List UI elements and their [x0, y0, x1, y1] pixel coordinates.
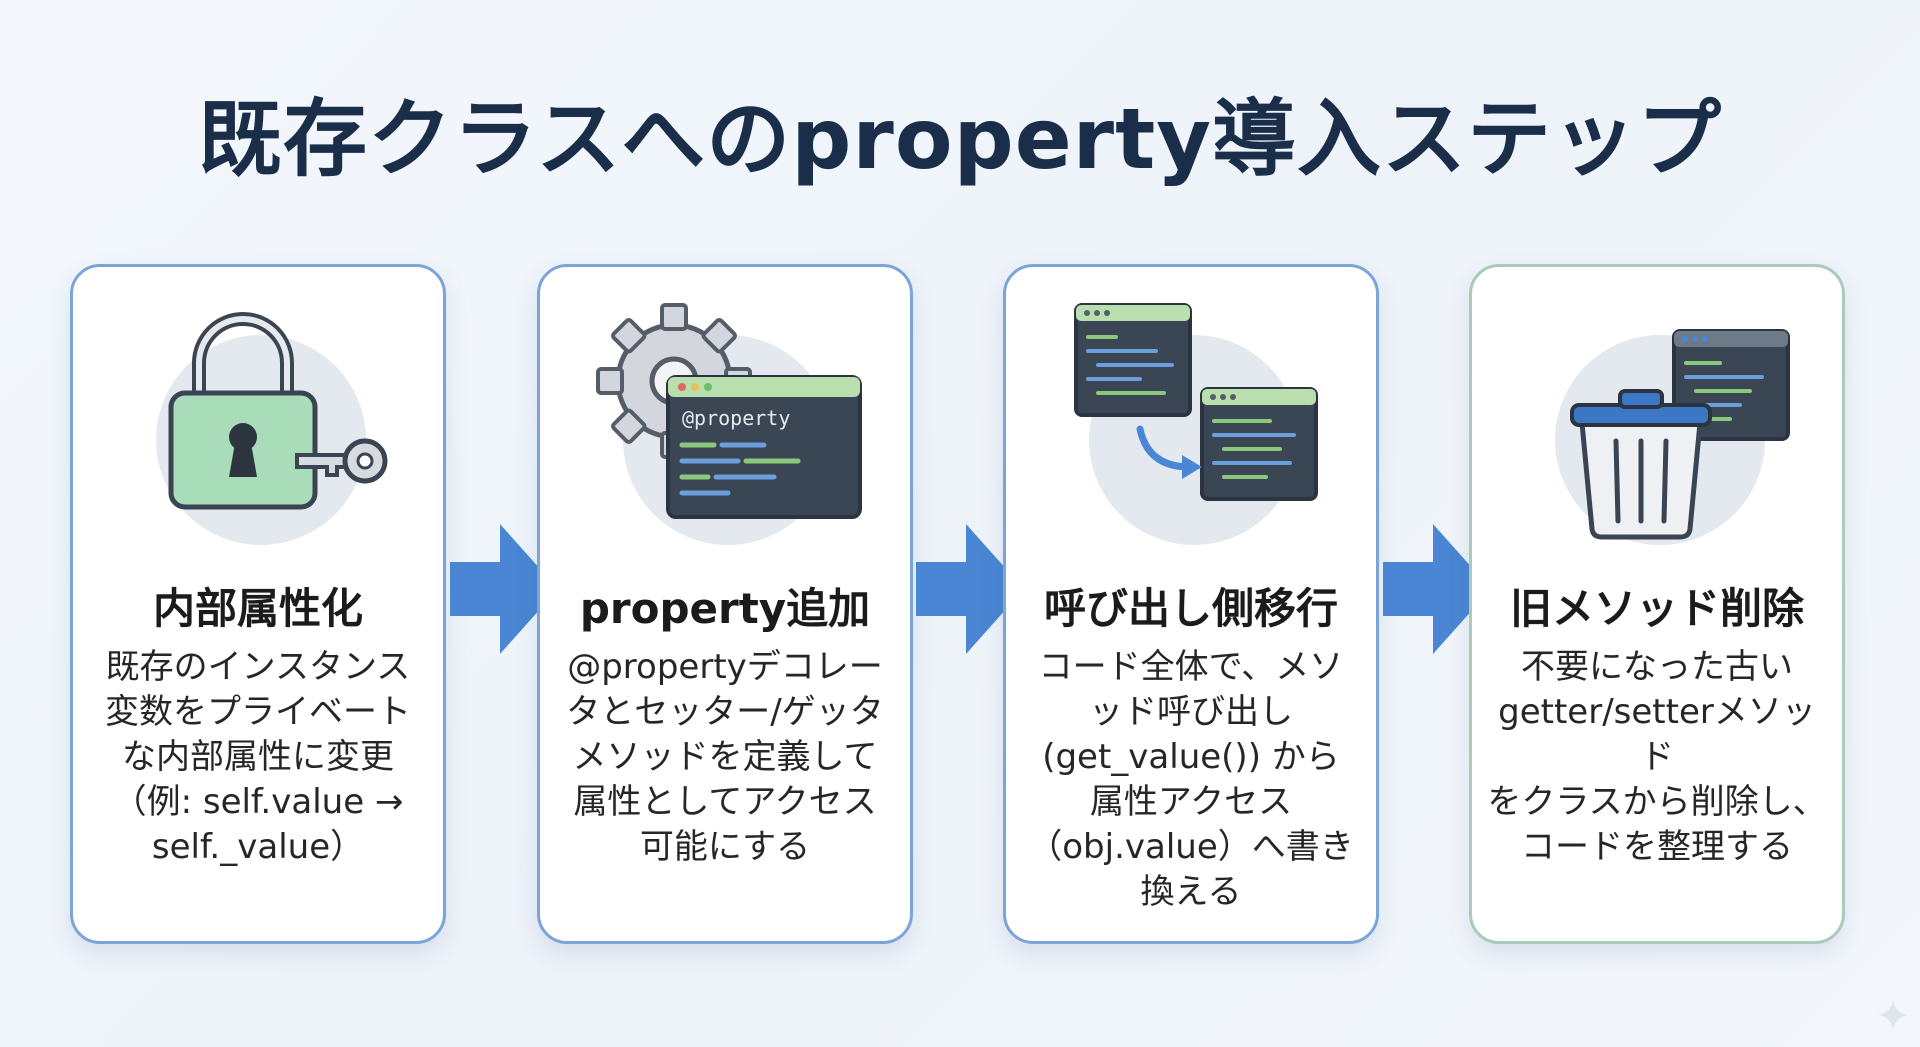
desc-line: メソッドを定義して — [572, 737, 878, 777]
desc-line: 換える — [1140, 872, 1242, 912]
step-heading: 旧メソッド削除 — [1509, 584, 1804, 633]
desc-line: 属性アクセス — [1089, 782, 1293, 822]
code-migration-icon — [1074, 303, 1318, 501]
step-heading: 内部属性化 — [152, 584, 363, 633]
sparkle-icon — [1878, 1000, 1908, 1030]
page-title: 既存クラスへのproperty導入ステップ — [197, 90, 1723, 188]
desc-line: getter/setterメソッド — [1498, 692, 1816, 777]
step-description: @propertyデコレー タとセッター/ゲッタ メソッドを定義して 属性として… — [554, 645, 896, 870]
arrow-right-icon — [450, 524, 558, 654]
step-heading: 呼び出し側移行 — [1043, 584, 1338, 633]
step-card-4: 旧メソッド削除 不要になった古い getter/setterメソッド をクラスか… — [1469, 264, 1845, 944]
step-card-3: 呼び出し側移行 コード全体で、メソ ッド呼び出し (get_value()) か… — [1003, 264, 1379, 944]
step-description: コード全体で、メソ ッド呼び出し (get_value()) から 属性アクセス… — [1020, 645, 1362, 915]
svg-text:@property: @property — [682, 406, 790, 430]
gear-code-icon: @property — [596, 303, 862, 519]
desc-line: 属性としてアクセス — [573, 782, 877, 822]
desc-line: @propertyデコレー — [567, 647, 883, 687]
desc-line: ッド呼び出し — [1089, 692, 1293, 732]
step-heading: property追加 — [579, 584, 871, 633]
desc-line: self._value） — [151, 827, 365, 867]
desc-line: 可能にする — [639, 827, 811, 867]
trash-code-icon — [1570, 329, 1790, 540]
arrow-right-icon — [916, 524, 1024, 654]
desc-line: （例: self.value → — [112, 782, 404, 822]
desc-line: コード全体で、メソ — [1038, 647, 1344, 687]
step-card-1: 内部属性化 既存のインスタンス 変数をプライベート な内部属性に変更 （例: s… — [70, 264, 446, 944]
arrow-right-icon — [1383, 524, 1491, 654]
desc-line: 不要になった古い — [1521, 647, 1793, 687]
step-card-2: @property property追加 @propertyデコレー タとセッタ… — [537, 264, 913, 944]
desc-line: をクラスから削除し、 — [1487, 782, 1827, 822]
desc-line: タとセッター/ゲッタ — [566, 692, 884, 732]
desc-line: 既存のインスタンス — [105, 647, 411, 687]
desc-line: (get_value()) から — [1042, 737, 1340, 777]
step-description: 既存のインスタンス 変数をプライベート な内部属性に変更 （例: self.va… — [87, 645, 429, 870]
desc-line: な内部属性に変更 — [122, 737, 394, 777]
step-description: 不要になった古い getter/setterメソッド をクラスから削除し、 コー… — [1486, 645, 1828, 870]
desc-line: （obj.value）へ書き — [1028, 827, 1354, 867]
lock-key-icon — [168, 312, 388, 510]
desc-line: コードを整理する — [1521, 827, 1793, 867]
desc-line: 変数をプライベート — [105, 692, 411, 732]
